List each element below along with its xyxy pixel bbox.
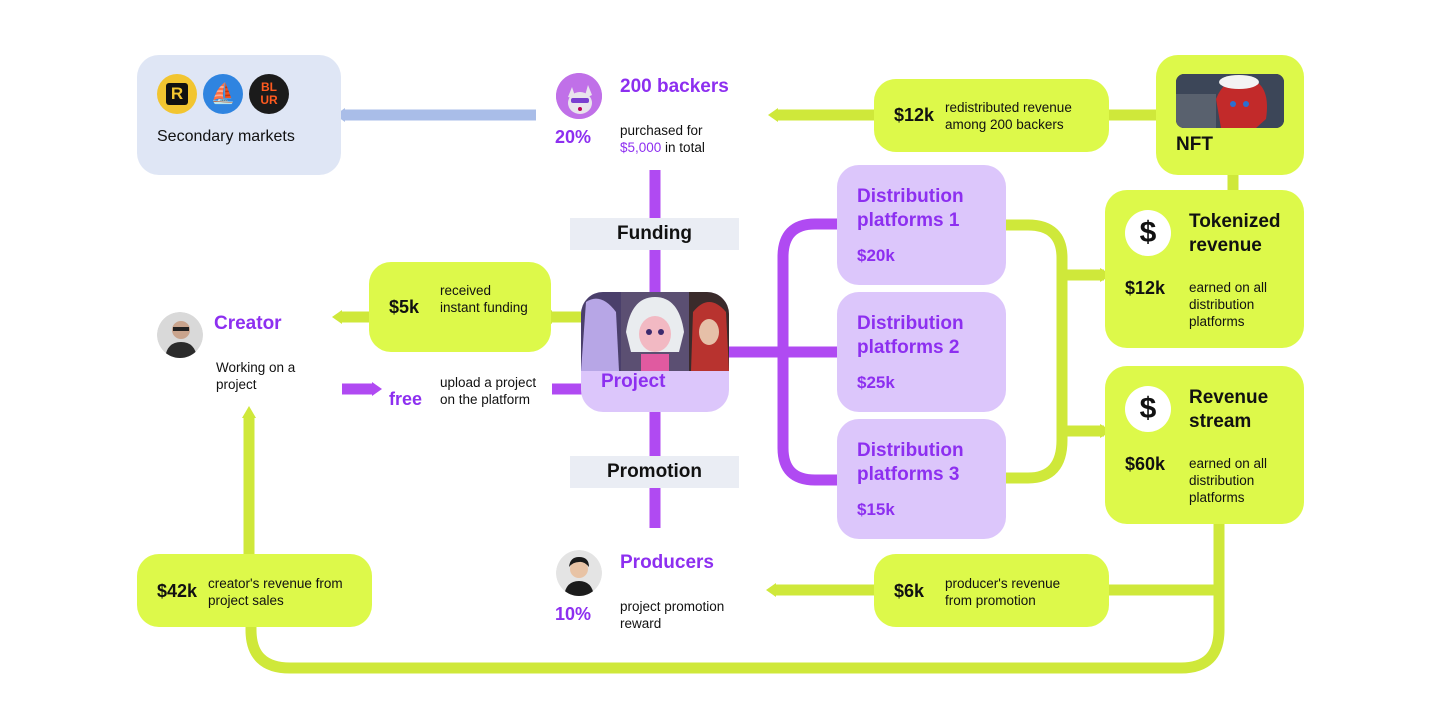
distribution-3-value: $15k <box>857 500 895 519</box>
upload-text: upload a project on the platform <box>440 375 537 407</box>
backers-title: 200 backers <box>620 76 729 97</box>
creator-revenue-text: creator's revenue from project sales <box>208 576 343 608</box>
project-card: Project <box>581 292 729 412</box>
backers-line2: in total <box>661 140 705 155</box>
revenue-stream-card: $ Revenue stream $60k earned on all dist… <box>1105 366 1304 524</box>
creator-revenue-card: $42k creator's revenue from project sale… <box>137 554 372 627</box>
secondary-markets-label: Secondary markets <box>157 128 295 145</box>
funding-label: Funding <box>570 218 739 250</box>
revenue-stream-amount: $60k <box>1125 454 1166 474</box>
backers-description: purchased for $5,000 in total <box>620 122 750 156</box>
tokenized-revenue-card: $ Tokenized revenue $12k earned on all d… <box>1105 190 1304 348</box>
distribution-platform-3: Distribution platforms 3 $15k <box>837 419 1006 539</box>
backers-avatar <box>556 73 602 119</box>
opensea-logo: ⛵ <box>203 74 243 114</box>
dollar-icon: $ <box>1125 386 1171 432</box>
distribution-1-title: Distribution platforms 1 <box>857 186 964 231</box>
project-image <box>581 292 729 371</box>
dollar-icon: $ <box>1125 210 1171 256</box>
distribution-2-title: Distribution platforms 2 <box>857 313 964 358</box>
received-amount: $5k <box>389 297 420 317</box>
revenue-stream-title: Revenue stream <box>1189 387 1269 432</box>
redistributed-revenue-card: $12k redistributed revenue among 200 bac… <box>874 79 1109 152</box>
creator-avatar <box>157 312 203 358</box>
producer-revenue-card: $6k producer's revenue from promotion <box>874 554 1109 627</box>
redistributed-text: redistributed revenue among 200 backers <box>945 100 1072 132</box>
received-funding-card: $5k received instant funding <box>369 262 551 352</box>
upload-amount: free <box>389 389 423 409</box>
tokenized-amount: $12k <box>1125 278 1166 298</box>
distribution-platform-1: Distribution platforms 1 $20k <box>837 165 1006 285</box>
rarible-logo: R <box>157 74 197 114</box>
received-text: received instant funding <box>440 283 528 315</box>
revenue-stream-text: earned on all distribution platforms <box>1189 456 1268 505</box>
backers-percent: 20% <box>555 127 592 147</box>
nft-card: NFT <box>1156 55 1304 175</box>
tokenized-text: earned on all distribution platforms <box>1189 280 1268 329</box>
distribution-3-title: Distribution platforms 3 <box>857 440 964 485</box>
producers-percent: 10% <box>555 604 592 624</box>
backers-line1: purchased for <box>620 123 703 138</box>
backers-amount: $5,000 <box>620 140 662 155</box>
tokenized-title: Tokenized revenue <box>1189 211 1281 256</box>
nft-label: NFT <box>1176 134 1213 155</box>
creator-title: Creator <box>214 313 282 334</box>
distribution-2-value: $25k <box>857 373 895 392</box>
promotion-label: Promotion <box>570 456 739 488</box>
producers-text: project promotion reward <box>620 599 725 631</box>
creator-revenue-amount: $42k <box>157 581 198 601</box>
producer-revenue-amount: $6k <box>894 581 925 601</box>
producers-avatar <box>556 550 602 596</box>
project-label: Project <box>601 371 666 392</box>
distribution-platform-2: Distribution platforms 2 $25k <box>837 292 1006 412</box>
creator-text: Working on a project <box>216 360 296 392</box>
redistributed-amount: $12k <box>894 105 935 125</box>
producers-title: Producers <box>620 552 714 573</box>
nft-image <box>1176 74 1284 128</box>
distribution-1-value: $20k <box>857 246 895 265</box>
producer-revenue-text: producer's revenue from promotion <box>945 576 1061 608</box>
